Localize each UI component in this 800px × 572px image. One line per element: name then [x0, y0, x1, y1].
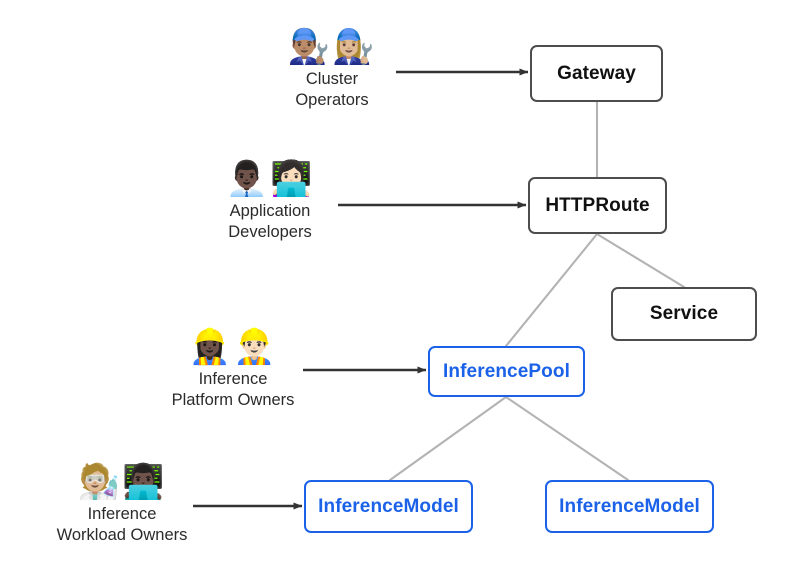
edge-inferencepool-model-1: [388, 395, 508, 482]
node-gateway[interactable]: Gateway: [530, 45, 663, 102]
persona-inference-workload-owners-label: Inference Workload Owners: [56, 505, 188, 545]
node-service[interactable]: Service: [611, 287, 757, 341]
edge-inferencepool-model-2: [504, 395, 630, 482]
application-developers-icon: 👨🏿‍💼👩🏻‍💻: [225, 159, 315, 199]
node-inferencemodel-2[interactable]: InferenceModel: [545, 480, 714, 533]
node-inferencemodel-1[interactable]: InferenceModel: [304, 480, 473, 533]
persona-application-developers-label: Application Developers: [228, 202, 312, 242]
node-inferencepool[interactable]: InferencePool: [428, 346, 585, 397]
inference-platform-owners-icon: 👷🏿‍♀️👷🏻‍♂️: [188, 327, 278, 367]
inference-workload-owners-icon: 🧑🏼‍🔬👨🏿‍💻: [77, 462, 167, 502]
persona-inference-platform-owners: 👷🏿‍♀️👷🏻‍♂️ Inference Platform Owners: [168, 330, 298, 411]
persona-cluster-operators-label: Cluster Operators: [295, 70, 369, 110]
edge-httproute-inferencepool: [504, 232, 599, 348]
persona-cluster-operators: 👨🏽‍🔧👩🏼‍🔧 Cluster Operators: [272, 30, 392, 111]
node-httproute[interactable]: HTTPRoute: [528, 177, 667, 234]
persona-application-developers: 👨🏿‍💼👩🏻‍💻 Application Developers: [207, 162, 333, 243]
edge-httproute-service: [595, 232, 686, 289]
persona-inference-platform-owners-label: Inference Platform Owners: [171, 370, 295, 410]
persona-inference-workload-owners: 🧑🏼‍🔬👨🏿‍💻 Inference Workload Owners: [56, 465, 188, 546]
cluster-operators-icon: 👨🏽‍🔧👩🏼‍🔧: [287, 27, 377, 67]
